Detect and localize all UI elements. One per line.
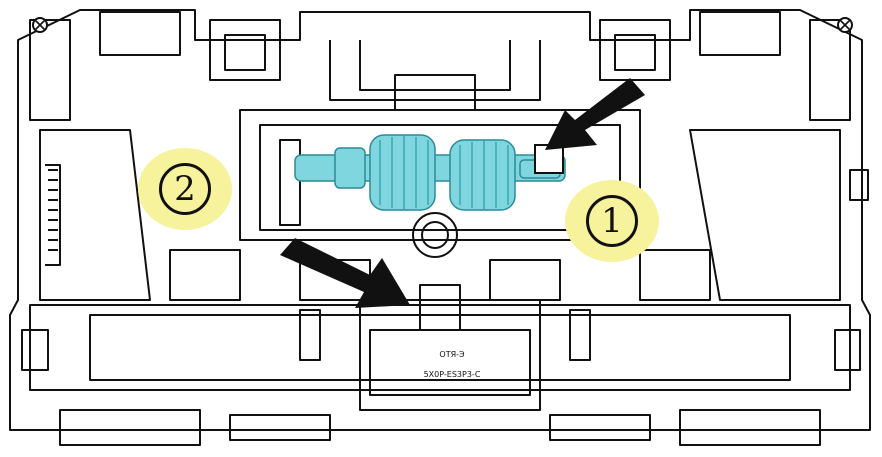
right-hinge xyxy=(599,19,671,81)
cover-latch xyxy=(419,284,461,331)
left-top-block xyxy=(29,11,181,121)
lower-tray xyxy=(29,304,851,391)
cover-label-line1: 5X0P-ES3P3-C xyxy=(424,370,481,379)
callout-step-2-number: 2 xyxy=(159,163,211,215)
scanner-housing xyxy=(9,9,871,431)
screw-icon-right xyxy=(837,17,853,33)
roller-tire-right xyxy=(449,139,516,211)
roller-tire-left xyxy=(369,134,436,211)
callout-step-2: 2 xyxy=(138,148,232,230)
idle-roller-hub xyxy=(421,221,449,249)
screw-icon-left xyxy=(32,17,48,33)
side-latches xyxy=(21,329,861,371)
left-hinge xyxy=(209,19,281,81)
center-top-structure xyxy=(329,40,541,111)
roller-release-clip xyxy=(534,144,564,174)
right-top-block xyxy=(699,11,851,121)
tray-tabs xyxy=(169,249,711,301)
cover-label-line2: ОТЯ-Э xyxy=(439,350,465,359)
right-side-panel xyxy=(689,129,869,301)
idle-roller-ring xyxy=(412,212,458,258)
left-gear-teeth xyxy=(48,169,58,251)
callout-step-1-number: 1 xyxy=(586,195,638,247)
roller-gear xyxy=(279,139,301,226)
left-side-panel xyxy=(39,129,151,301)
callout-step-1: 1 xyxy=(565,180,659,262)
arrow-icon-bottom-left xyxy=(280,238,410,308)
arrow-icon-top-right xyxy=(545,78,645,150)
pickup-roller xyxy=(294,134,566,211)
bottom-feet xyxy=(59,409,821,446)
cover-clips xyxy=(299,309,591,361)
roller-cover xyxy=(359,299,541,411)
